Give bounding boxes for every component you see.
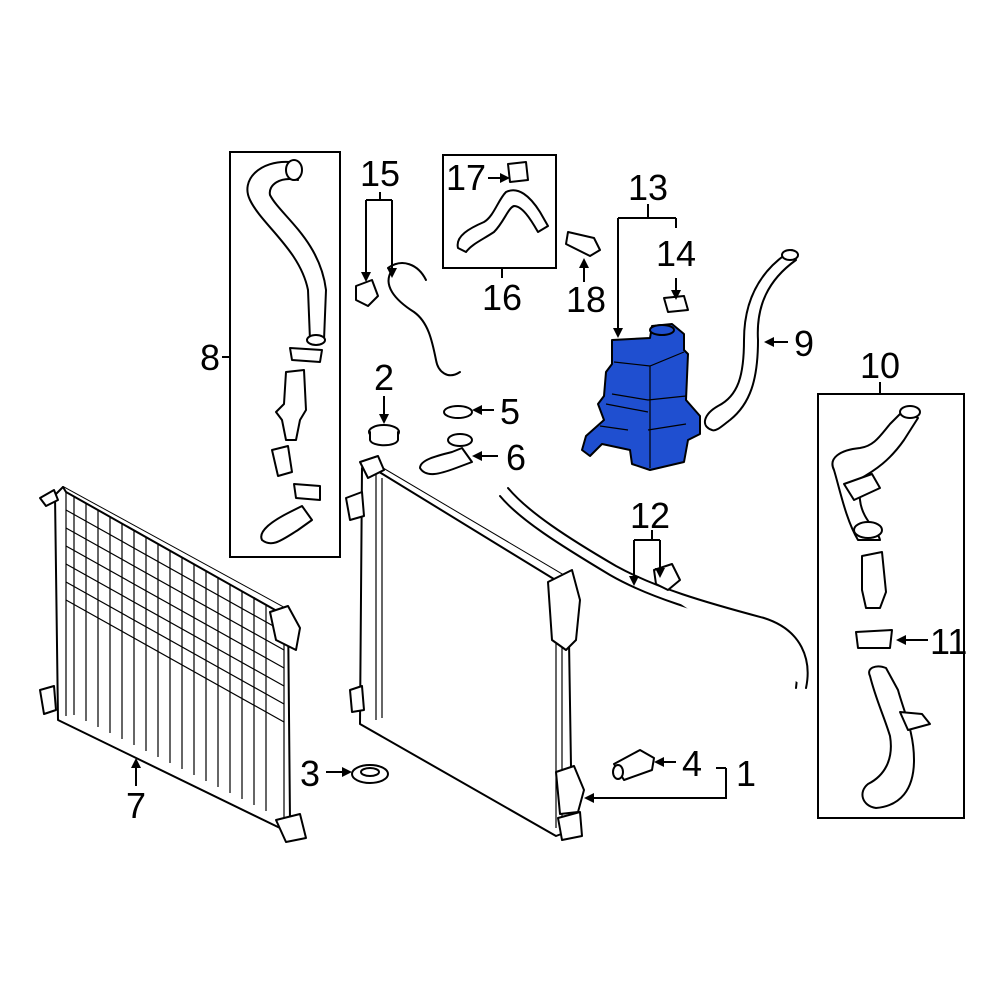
callout-17: 17 — [446, 157, 486, 198]
group-box-16 — [442, 154, 557, 269]
radiator-part[interactable] — [345, 455, 585, 841]
condenser-part[interactable] — [39, 486, 307, 843]
callout-2: 2 — [374, 357, 394, 398]
radiator-cap-part-2[interactable] — [368, 424, 400, 447]
callout-14: 14 — [656, 233, 696, 274]
connector-part-18[interactable] — [565, 231, 601, 257]
hose-part-9[interactable] — [703, 249, 799, 432]
callout-9: 9 — [794, 323, 814, 364]
callout-11: 11 — [930, 621, 967, 662]
callout-4: 4 — [682, 743, 702, 784]
group-box-10 — [817, 393, 965, 819]
grommet-part-3[interactable] — [351, 764, 389, 784]
callout-18: 18 — [566, 279, 606, 320]
callout-8: 8 — [200, 337, 220, 378]
upper-hose-assembly[interactable] — [246, 159, 327, 545]
small-hose-part-16[interactable] — [456, 161, 549, 253]
callout-labels: 1 2 3 4 5 6 7 8 9 10 11 12 13 14 15 16 1… — [126, 153, 967, 826]
callout-6: 6 — [506, 437, 526, 478]
filler-neck-part-6[interactable] — [419, 433, 473, 475]
bleed-hose-part-15[interactable] — [355, 262, 461, 377]
leader-lines — [131, 173, 928, 803]
coolant-reservoir-part-13[interactable] — [581, 295, 701, 471]
callout-7: 7 — [126, 785, 146, 826]
callout-16: 16 — [482, 277, 522, 318]
callout-13: 13 — [628, 167, 668, 208]
group-box-8 — [229, 151, 341, 558]
long-hose-part-12[interactable] — [499, 487, 809, 689]
seal-part-5[interactable] — [443, 405, 473, 419]
callout-15: 15 — [360, 153, 400, 194]
drain-plug-part-4[interactable] — [612, 749, 655, 781]
callout-10: 10 — [860, 345, 900, 386]
callout-3: 3 — [300, 753, 320, 794]
lower-hose-assembly[interactable] — [831, 405, 931, 809]
callout-5: 5 — [500, 391, 520, 432]
callout-1: 1 — [736, 753, 756, 794]
callout-12: 12 — [630, 495, 670, 536]
